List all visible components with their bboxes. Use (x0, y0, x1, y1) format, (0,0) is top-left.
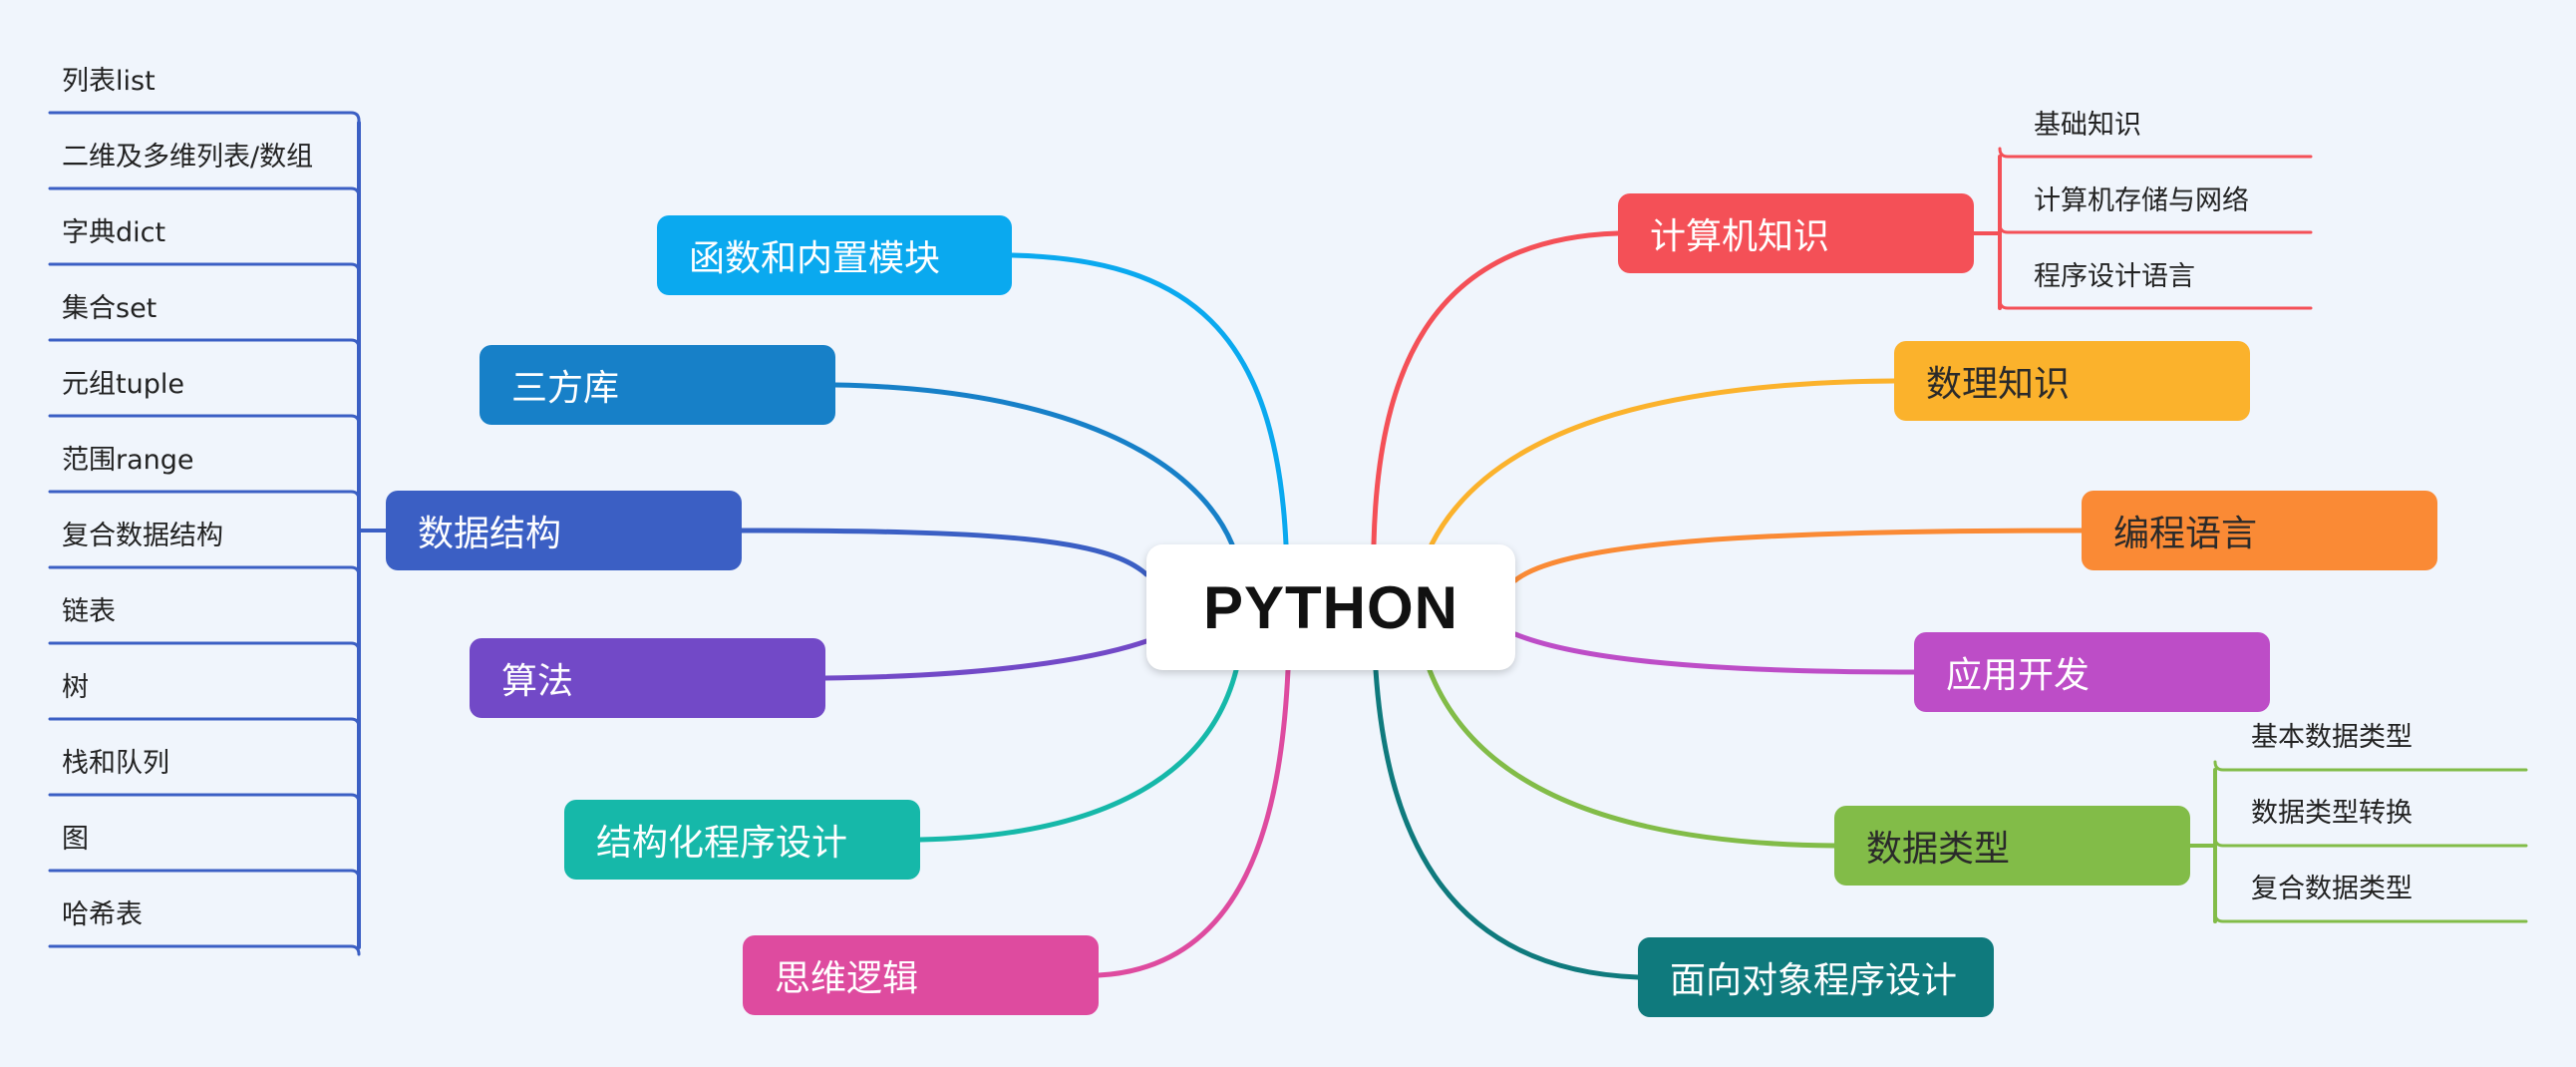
branch-third-party-libraries[interactable]: 三方库 (480, 345, 835, 425)
connector-algorithms (822, 638, 1149, 681)
branch-programming-languages[interactable]: 编程语言 (2082, 491, 2437, 570)
leaf-underline-ds-10 (48, 869, 361, 881)
branch-object-oriented-programming[interactable]: 面向对象程序设计 (1638, 937, 1994, 1017)
connector-oop (1373, 667, 1641, 980)
connector-programming-languages (1512, 528, 2085, 583)
leaf-data-type-conversion[interactable]: 数据类型转换 (2251, 798, 2413, 829)
connector-data-types (1427, 667, 1837, 849)
leaf-underline-ds-0 (48, 111, 361, 123)
leaf-underline-ds-1 (48, 186, 361, 198)
leaf-range[interactable]: 范围range (62, 445, 194, 476)
leaf-graph[interactable]: 图 (62, 824, 89, 855)
connector-third-party (832, 382, 1235, 547)
leaf-basic-data-types[interactable]: 基本数据类型 (2251, 722, 2413, 753)
leaf-underline-cs-0 (1998, 147, 2313, 159)
leaf-underline-ds-7 (48, 641, 361, 653)
branch-computer-knowledge[interactable]: 计算机知识 (1618, 193, 1974, 273)
leaf-underline-ds-9 (48, 793, 361, 805)
branch-app-development[interactable]: 应用开发 (1914, 632, 2270, 712)
leaf-underline-ds-5 (48, 490, 361, 502)
leaf-underline-ds-8 (48, 717, 361, 729)
leaf-underline-types-1 (2213, 836, 2528, 848)
leaf-compound-data-structure[interactable]: 复合数据结构 (62, 521, 223, 551)
leaf-underline-ds-6 (48, 565, 361, 577)
leaf-hash-table[interactable]: 哈希表 (62, 899, 143, 930)
branch-functions[interactable]: 函数和内置模块 (657, 215, 1012, 295)
leaf-linked-list[interactable]: 链表 (62, 596, 116, 627)
leaf-underline-cs-1 (1998, 222, 2313, 234)
leaf-underline-ds-2 (48, 262, 361, 274)
branch-data-types[interactable]: 数据类型 (1834, 806, 2190, 886)
branch-logical-thinking[interactable]: 思维逻辑 (743, 935, 1099, 1015)
connector-functions (1009, 252, 1289, 547)
leaf-underline-ds-4 (48, 414, 361, 426)
leaf-underline-ds-3 (48, 338, 361, 350)
center-node-python[interactable]: PYTHON (1146, 544, 1515, 670)
connector-app-development (1512, 631, 1917, 675)
connector-math-knowledge (1429, 378, 1897, 547)
connector-computer-knowledge (1371, 230, 1621, 547)
connector-logic (1096, 667, 1291, 978)
leaf-stack-and-queue[interactable]: 栈和队列 (62, 748, 169, 779)
connector-data-structures (739, 528, 1149, 577)
leaf-underline-types-0 (2213, 760, 2528, 772)
leaf-underline-cs-2 (1998, 298, 2313, 310)
leaf-tree[interactable]: 树 (62, 672, 89, 703)
branch-data-structures[interactable]: 数据结构 (386, 491, 742, 570)
connector-structured-programming (917, 667, 1239, 843)
leaf-dict[interactable]: 字典dict (62, 217, 166, 248)
leaf-set[interactable]: 集合set (62, 293, 158, 324)
branch-algorithms[interactable]: 算法 (470, 638, 825, 718)
branch-structured-programming[interactable]: 结构化程序设计 (564, 800, 920, 880)
leaf-programming-language-design[interactable]: 程序设计语言 (2034, 261, 2195, 292)
leaf-multidimensional-array[interactable]: 二维及多维列表/数组 (62, 142, 314, 173)
leaf-list[interactable]: 列表list (62, 66, 156, 97)
leaf-storage-and-network[interactable]: 计算机存储与网络 (2034, 185, 2249, 216)
leaf-tuple[interactable]: 元组tuple (62, 369, 184, 400)
leaf-compound-data-types[interactable]: 复合数据类型 (2251, 874, 2413, 904)
leaf-underline-types-2 (2213, 911, 2528, 923)
leaf-basic-knowledge[interactable]: 基础知识 (2034, 110, 2141, 141)
branch-math-knowledge[interactable]: 数理知识 (1894, 341, 2250, 421)
leaf-underline-ds-11 (48, 944, 361, 956)
